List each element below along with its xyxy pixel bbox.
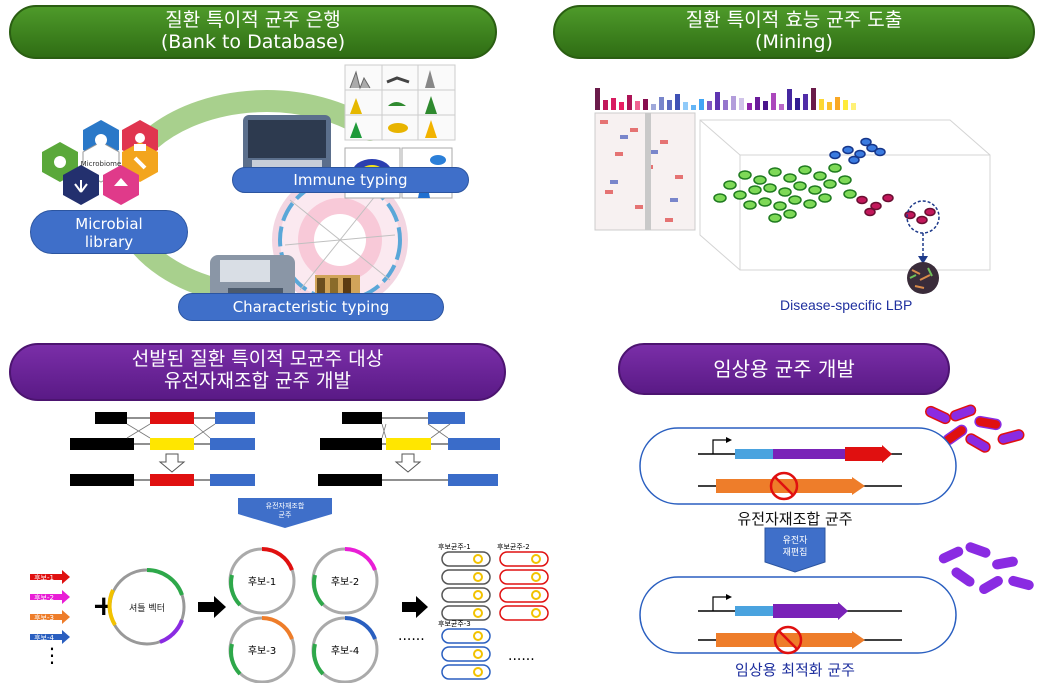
microbial-line2: library (84, 233, 134, 251)
q4-arrow-line1: 유전자 (783, 535, 809, 546)
q3-arrow-line2: 균주 (279, 511, 292, 519)
q1-title-line2: (Bank to Database) (160, 30, 346, 53)
plasmid-cand-2: 후보-2 (331, 576, 359, 588)
q3-vdots: ⋮ (42, 643, 62, 667)
q4-arrow-line2: 재편집 (783, 546, 808, 558)
mining-barchart (595, 88, 856, 110)
candidate-plasmids: 후보-1 후보-2 후보-3 후보-4 (228, 547, 379, 683)
shuttle-vector-label: 셔틀 벡터 (129, 603, 165, 614)
strain-label-2: 후보균주-2 (497, 543, 530, 551)
arrow-cand-2: 후보-2 (34, 594, 54, 602)
q3-title-line1: 선발된 질환 특이적 모균주 대상 (131, 348, 384, 370)
recomb-diagram-right (318, 412, 500, 486)
arrow-cand-1: 후보-1 (34, 574, 54, 582)
q3-title: 선발된 질환 특이적 모균주 대상 유전자재조합 균주 개발 (9, 343, 506, 401)
strain-label-1: 후보균주-1 (438, 543, 471, 551)
microbiome-hex-cluster: Microbiome (42, 120, 158, 205)
q3-arrow-line1: 유전자재조합 (266, 501, 305, 510)
q4-graphics: 유전자 재편집 (639, 404, 1034, 655)
q4-caption-2: 임상용 최적화 균주 (735, 661, 855, 679)
immune-typing-label: Immune typing (232, 167, 469, 193)
arrow-cand-4: 후보-4 (34, 634, 54, 642)
q2-title-line2: (Mining) (755, 30, 833, 53)
q1-title-line1: 질환 특이적 균주 은행 (165, 9, 341, 31)
microbial-library-label: Microbial library (30, 210, 188, 254)
q3-right-dots: ...... (508, 648, 535, 664)
candidate-arrows: 후보-1 후보-2 후보-3 후보-4 (30, 570, 70, 644)
q2-graphics (594, 88, 991, 294)
q4-caption-1: 유전자재조합 균주 (737, 510, 853, 528)
q1-graphics: Microbiome (42, 64, 456, 315)
plasmid-cand-3: 후보-3 (248, 645, 276, 657)
q2-title: 질환 특이적 효능 균주 도출 (Mining) (553, 5, 1035, 59)
strain-capsules-top (441, 551, 549, 621)
q3-graphics: 유전자재조합 균주 후보-1 후보-2 후보-3 후보-4 ⋮ + 셔틀 벡터 … (30, 412, 549, 683)
q3-mid-dots: ...... (398, 628, 425, 644)
microbial-line1: Microbial (75, 215, 143, 233)
q2-title-line1: 질환 특이적 효능 균주 도출 (685, 9, 903, 31)
q1-center-label: Microbiome (81, 160, 122, 168)
recomb-diagram-left (70, 412, 255, 486)
q4-title: 임상용 균주 개발 (618, 343, 950, 395)
arrow-cand-3: 후보-3 (34, 614, 54, 622)
plasmid-cand-1: 후보-1 (248, 576, 276, 588)
lbp-label: Disease-specific LBP (780, 297, 913, 313)
plasmid-cand-4: 후보-4 (331, 645, 359, 657)
strain-label-3: 후보균주-3 (438, 620, 471, 628)
characteristic-typing-label: Characteristic typing (178, 293, 444, 321)
q1-title: 질환 특이적 균주 은행 (Bank to Database) (9, 5, 497, 59)
q3-title-line2: 유전자재조합 균주 개발 (164, 369, 351, 392)
capsules-bottom (938, 542, 1034, 594)
